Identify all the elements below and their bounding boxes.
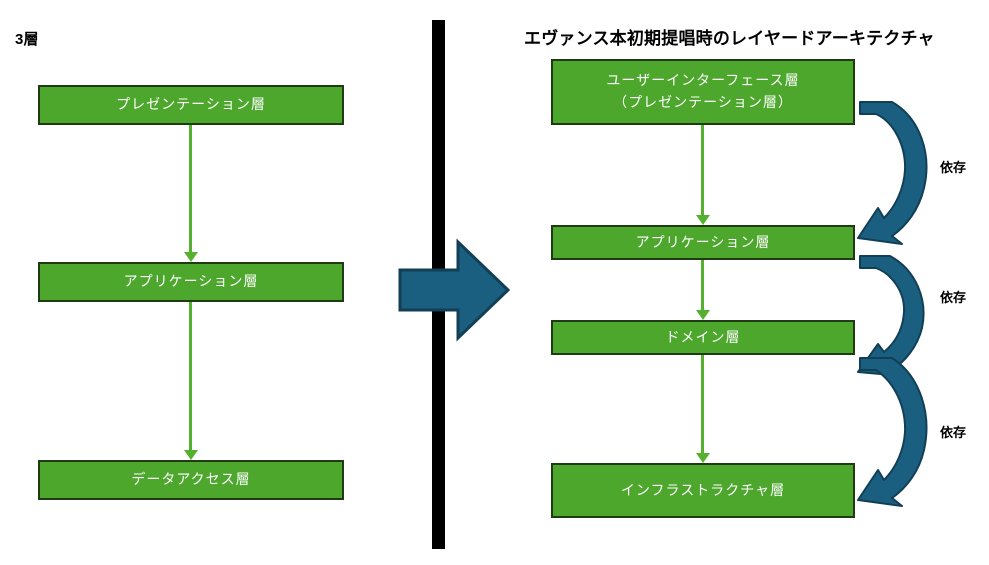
arrow-head [184, 252, 198, 262]
arrow-shaft [189, 302, 192, 451]
right-layer-infrastructure-label: インフラストラクチャ層 [620, 481, 786, 498]
dependency-arrow-domain-to-infrastructure-icon [857, 357, 928, 507]
arrow-shaft [701, 355, 704, 454]
left-layer-presentation: プレゼンテーション層 [38, 85, 344, 125]
left-layer-data-access-label: データアクセス層 [131, 471, 251, 488]
dependency-label-1: 依存 [940, 160, 967, 175]
right-layer-infrastructure: インフラストラクチャ層 [551, 463, 855, 518]
dependency-arrow-ui-to-application-icon [857, 101, 928, 245]
arrow-head [696, 310, 710, 320]
left-layer-application-label: アプリケーション層 [123, 273, 259, 290]
left-arrow-presentation-to-application [184, 125, 198, 262]
right-layer-user-interface-sublabel: （プレゼンテーション層） [613, 94, 793, 110]
right-arrow-domain-to-infrastructure [696, 355, 710, 463]
arrow-head [696, 453, 710, 463]
transition-block-arrow-icon [398, 238, 510, 342]
right-arrow-application-to-domain [696, 260, 710, 320]
right-layer-application-label: アプリケーション層 [635, 233, 771, 250]
right-layer-user-interface: ユーザーインターフェース層 （プレゼンテーション層） [551, 59, 855, 125]
arrow-shaft [701, 260, 704, 311]
right-layer-application: アプリケーション層 [551, 225, 855, 260]
arrow-head [184, 450, 198, 460]
arrow-head [696, 215, 710, 225]
arrow-shaft [701, 125, 704, 216]
right-layer-domain-label: ドメイン層 [665, 328, 741, 345]
left-layer-application: アプリケーション層 [38, 262, 344, 302]
right-layer-domain: ドメイン層 [551, 320, 855, 355]
right-arrow-ui-to-application [696, 125, 710, 225]
right-panel-title: エヴァンス本初期提唱時のレイヤードアーキテクチャ [524, 29, 935, 48]
dependency-label-2: 依存 [940, 290, 967, 305]
left-arrow-application-to-dataaccess [184, 302, 198, 460]
left-layer-data-access: データアクセス層 [38, 460, 344, 500]
right-layer-user-interface-label: ユーザーインターフェース層 [606, 72, 800, 89]
dependency-label-3: 依存 [940, 425, 967, 440]
left-layer-presentation-label: プレゼンテーション層 [116, 96, 266, 113]
arrow-shaft [189, 125, 192, 253]
left-panel-title: 3層 [15, 31, 39, 48]
